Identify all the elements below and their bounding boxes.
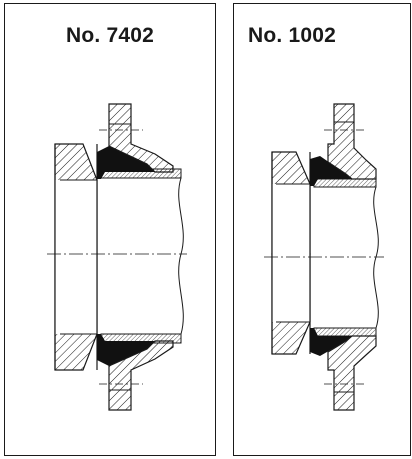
gasket-top xyxy=(97,146,155,179)
panel-label: No. 1002 xyxy=(248,24,336,47)
gasket-top xyxy=(310,156,352,186)
panel-no-1002: No. 1002 xyxy=(233,3,411,456)
panel-label: No. 7402 xyxy=(66,24,154,47)
fitting-drawing-7402 xyxy=(47,103,187,411)
gasket-bottom xyxy=(310,328,352,356)
flange-top xyxy=(327,103,377,180)
gland-face xyxy=(272,184,310,322)
pipe-wall-bottom xyxy=(313,327,377,337)
flange-bottom xyxy=(327,335,377,411)
panel-no-7402: No. 7402 xyxy=(4,3,216,456)
gland-face xyxy=(55,180,97,334)
pipe-break-line xyxy=(178,177,184,335)
pipe-break-line xyxy=(373,186,379,329)
gasket-bottom xyxy=(97,334,155,366)
flange-bottom xyxy=(108,340,174,411)
pipe-wall-top xyxy=(313,178,377,188)
fitting-drawing-1002 xyxy=(264,103,384,411)
